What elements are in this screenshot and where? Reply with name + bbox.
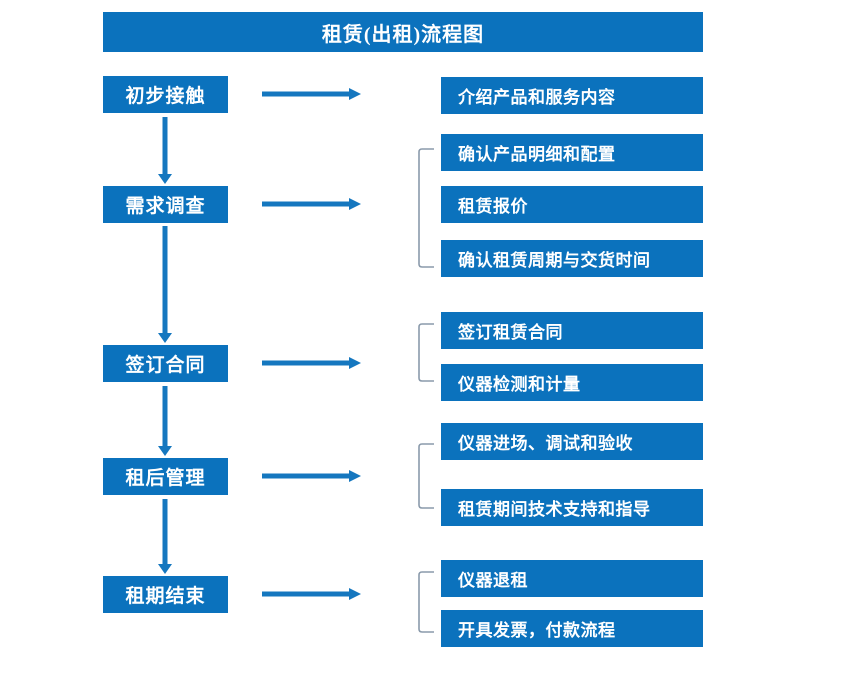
stage-arrow-sign-contract <box>260 353 362 373</box>
flow-connector-arrow-initial-contact-to-needs-survey <box>155 113 175 186</box>
detail-box-needs-survey-2[interactable]: 确认租赁周期与交货时间 <box>441 240 703 277</box>
detail-box-lease-end-1[interactable]: 开具发票，付款流程 <box>441 610 703 647</box>
detail-box-label: 仪器进场、调试和验收 <box>458 434 633 453</box>
stage-box-initial-contact[interactable]: 初步接触 <box>103 76 228 113</box>
detail-box-label: 仪器退租 <box>458 571 528 590</box>
detail-box-label: 仪器检测和计量 <box>458 375 581 394</box>
stage-box-label: 租期结束 <box>125 586 206 607</box>
stage-box-post-rental-management[interactable]: 租后管理 <box>103 458 228 495</box>
detail-box-needs-survey-1[interactable]: 租赁报价 <box>441 186 703 223</box>
detail-box-label: 开具发票，付款流程 <box>458 621 616 640</box>
stage-box-label: 租后管理 <box>125 468 206 489</box>
stage-box-label: 初步接触 <box>125 86 206 107</box>
detail-box-label: 签订租赁合同 <box>458 323 563 342</box>
detail-box-label: 租赁报价 <box>458 197 528 216</box>
stage-box-lease-end[interactable]: 租期结束 <box>103 576 228 613</box>
detail-box-initial-contact-0[interactable]: 介绍产品和服务内容 <box>441 77 703 114</box>
stage-arrow-needs-survey <box>260 194 362 214</box>
detail-box-lease-end-0[interactable]: 仪器退租 <box>441 560 703 597</box>
detail-box-post-rental-management-1[interactable]: 租赁期间技术支持和指导 <box>441 489 703 526</box>
detail-box-sign-contract-0[interactable]: 签订租赁合同 <box>441 312 703 349</box>
stage-arrow-lease-end <box>260 584 362 604</box>
detail-box-sign-contract-1[interactable]: 仪器检测和计量 <box>441 364 703 401</box>
detail-box-needs-survey-0[interactable]: 确认产品明细和配置 <box>441 134 703 171</box>
detail-box-post-rental-management-0[interactable]: 仪器进场、调试和验收 <box>441 423 703 460</box>
detail-group-bracket-post-rental-management <box>418 443 436 509</box>
stage-arrow-post-rental-management <box>260 466 362 486</box>
detail-box-label: 确认产品明细和配置 <box>458 145 616 164</box>
detail-group-bracket-lease-end <box>418 571 436 633</box>
detail-box-label: 租赁期间技术支持和指导 <box>458 500 651 519</box>
stage-box-sign-contract[interactable]: 签订合同 <box>103 345 228 382</box>
detail-box-label: 介绍产品和服务内容 <box>458 88 616 107</box>
stage-arrow-initial-contact <box>260 84 362 104</box>
flowchart-title: 租赁(出租)流程图 <box>103 12 703 52</box>
flow-connector-arrow-post-rental-management-to-lease-end <box>155 495 175 576</box>
detail-box-label: 确认租赁周期与交货时间 <box>458 251 651 270</box>
stage-box-label: 需求调查 <box>125 196 206 217</box>
detail-group-bracket-needs-survey <box>418 148 436 268</box>
detail-group-bracket-sign-contract <box>418 323 436 382</box>
flow-connector-arrow-needs-survey-to-sign-contract <box>155 222 175 345</box>
stage-box-label: 签订合同 <box>125 355 206 376</box>
flow-connector-arrow-sign-contract-to-post-rental-management <box>155 382 175 458</box>
stage-box-needs-survey[interactable]: 需求调查 <box>103 186 228 223</box>
